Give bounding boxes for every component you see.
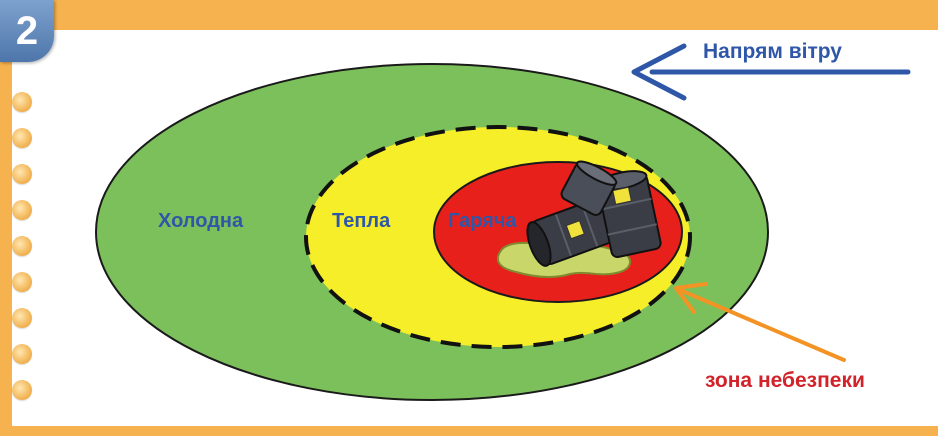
step-number-badge: 2 (0, 0, 54, 62)
danger-zone-label: зона небезпеки (705, 369, 865, 393)
wind-direction-label: Напрям вітру (703, 40, 842, 64)
hot-zone-label: Гаряча (448, 210, 517, 233)
warm-zone-label: Тепла (332, 210, 390, 233)
cold-zone-label: Холодна (158, 210, 243, 233)
